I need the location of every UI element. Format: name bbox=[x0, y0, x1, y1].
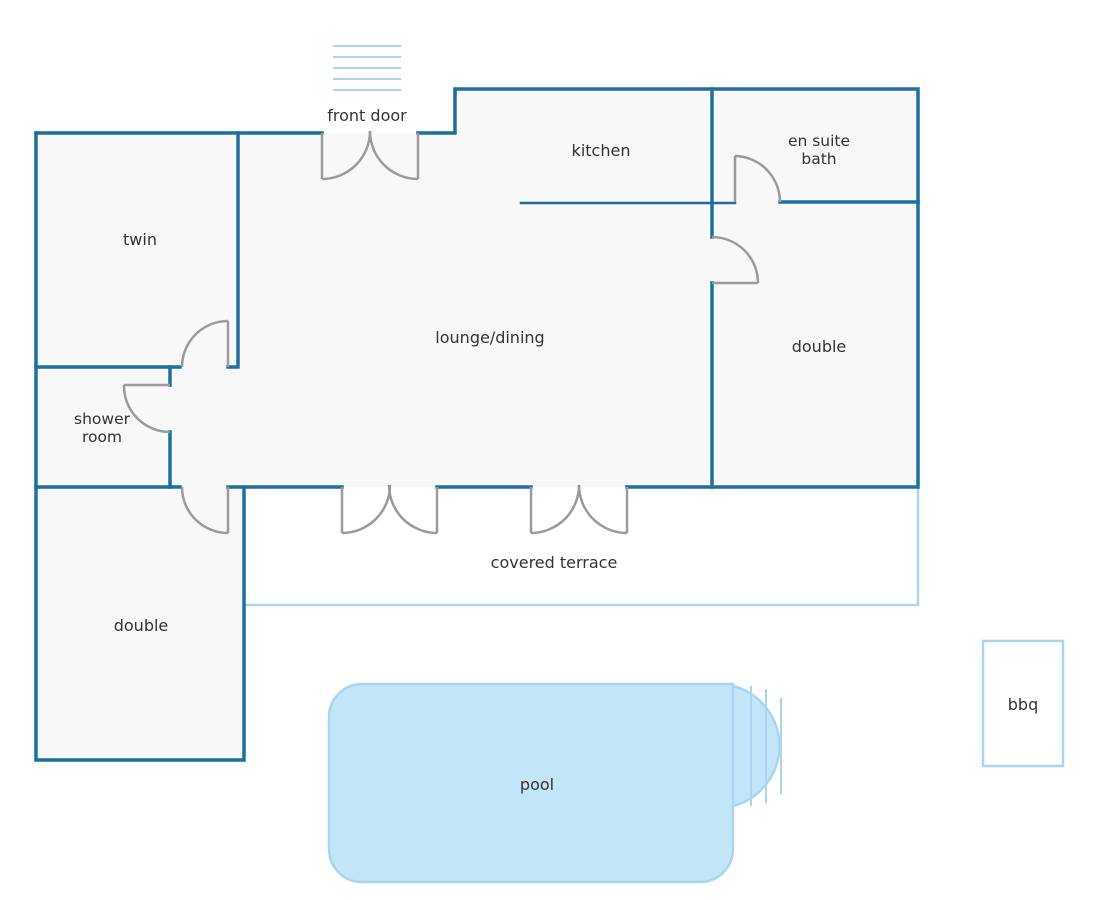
label-double-right: double bbox=[792, 337, 847, 356]
twin-door-swing bbox=[180, 319, 230, 368]
terrace-door-1-swing bbox=[340, 484, 439, 535]
wall-outer-top-mid bbox=[416, 87, 920, 489]
wall-twin-right bbox=[226, 131, 240, 369]
label-twin: twin bbox=[123, 230, 157, 249]
terrace-door-2-swing bbox=[529, 484, 629, 535]
pool-steps bbox=[732, 686, 782, 806]
shower-door-swing bbox=[122, 383, 171, 434]
bbq-box bbox=[981, 639, 1065, 768]
label-en-suite-line1: en suite bbox=[788, 132, 850, 150]
label-front-door: front door bbox=[327, 106, 407, 125]
label-shower-line1: shower bbox=[74, 410, 131, 428]
main-floor bbox=[36, 89, 918, 760]
labels: front door kitchen en suite bath twin lo… bbox=[74, 106, 1038, 794]
front-door-swing bbox=[320, 130, 420, 181]
label-shower-line2: room bbox=[82, 428, 122, 446]
label-kitchen: kitchen bbox=[572, 141, 631, 160]
front-steps bbox=[333, 45, 401, 91]
ensuite-door-swing bbox=[733, 154, 782, 203]
walls bbox=[34, 87, 920, 762]
floor-areas bbox=[36, 89, 918, 760]
double-left-door-swing bbox=[180, 486, 230, 535]
pool-shape bbox=[327, 682, 781, 884]
label-lounge: lounge/dining bbox=[435, 328, 544, 347]
label-pool: pool bbox=[520, 775, 554, 794]
doors bbox=[122, 130, 782, 535]
pool bbox=[327, 682, 782, 884]
covered-terrace-outline bbox=[244, 487, 920, 607]
label-double-left: double bbox=[114, 616, 169, 635]
label-en-suite-line2: bath bbox=[801, 150, 836, 168]
label-bbq: bbq bbox=[1008, 695, 1038, 714]
double-right-door-swing bbox=[711, 235, 760, 285]
label-covered-terrace: covered terrace bbox=[491, 553, 618, 572]
wall-left-bottom bbox=[34, 131, 246, 762]
